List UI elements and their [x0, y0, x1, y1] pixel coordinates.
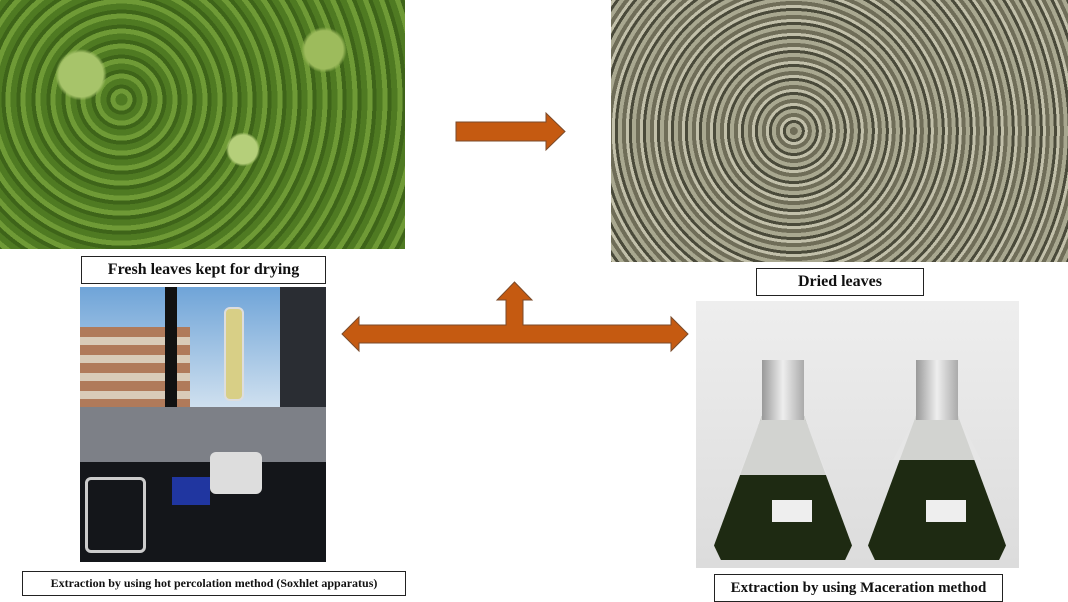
- maceration-flasks-photo: [696, 301, 1019, 568]
- soxhlet-apparatus-photo: [80, 287, 326, 562]
- three-way-arrow: [341, 281, 689, 353]
- maceration-label: Extraction by using Maceration method: [714, 574, 1003, 602]
- right-arrow: [455, 111, 566, 152]
- fresh-leaves-photo: [0, 0, 405, 249]
- fresh-leaves-label: Fresh leaves kept for drying: [81, 256, 326, 284]
- dried-leaves-photo: [611, 0, 1068, 262]
- soxhlet-label: Extraction by using hot percolation meth…: [22, 571, 406, 596]
- dried-leaves-label: Dried leaves: [756, 268, 924, 296]
